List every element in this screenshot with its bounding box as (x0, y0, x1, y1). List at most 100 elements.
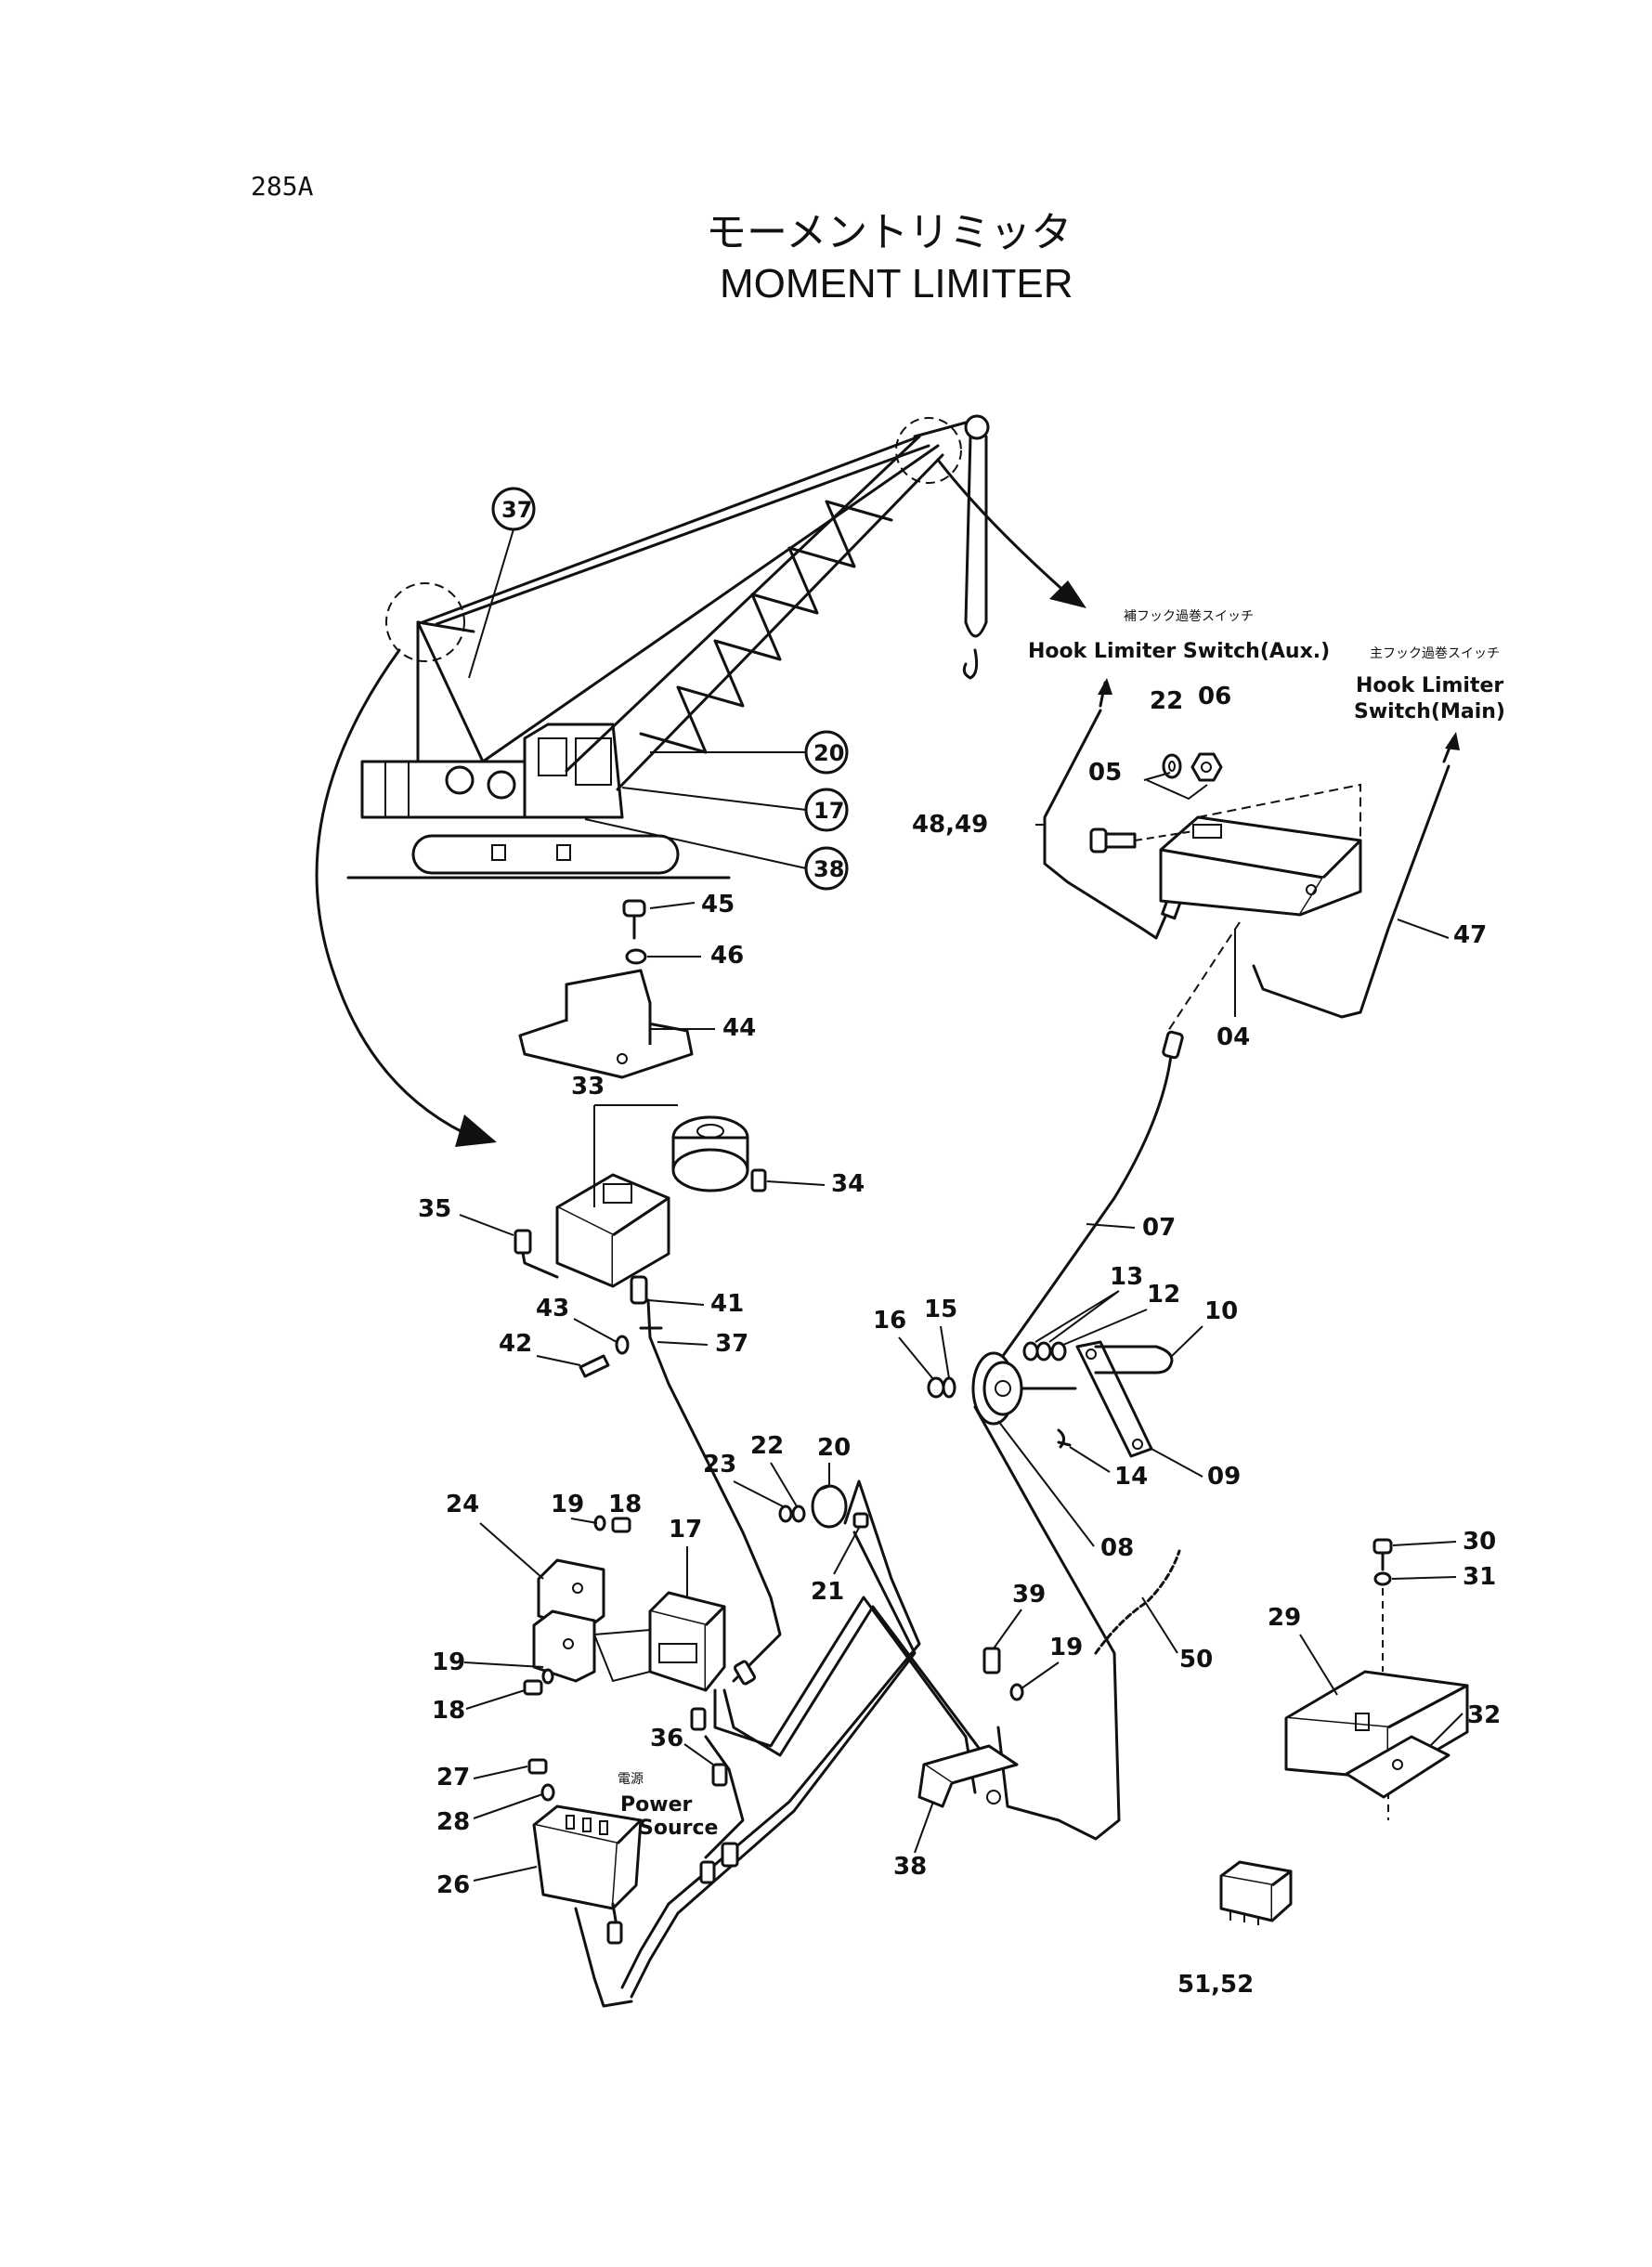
part-label: 13 (1110, 1263, 1143, 1291)
washer-19-lower (541, 1668, 554, 1685)
part-label: 09 (1207, 1463, 1241, 1491)
connector-36-a (711, 1763, 728, 1787)
part-label: 20 (817, 1434, 851, 1462)
cable-07 (1001, 1030, 1184, 1358)
part-label: 46 (710, 942, 744, 970)
nut-16 (927, 1376, 945, 1399)
part-label: 18 (432, 1697, 465, 1725)
washer-22-mid (791, 1505, 806, 1523)
part-label: 19 (551, 1491, 584, 1518)
amplifier-33-buzzer (671, 1115, 749, 1192)
bracket-24 (532, 1558, 605, 1683)
connector-36-b (699, 1842, 739, 1884)
power-source-jp: 電源 (618, 1772, 644, 1787)
part-label: 47 (1453, 921, 1487, 949)
part-label: 29 (1268, 1604, 1301, 1632)
part-label: 43 (536, 1295, 569, 1322)
part-label: 36 (650, 1725, 683, 1752)
part-label: 19 (1049, 1634, 1083, 1661)
bolt-45 (622, 899, 646, 940)
part-label: 23 (703, 1451, 736, 1479)
part-label: 35 (418, 1195, 451, 1223)
part-label: 28 (436, 1808, 470, 1836)
title-english: MOMENT LIMITER (720, 261, 1073, 306)
wiring-harness (620, 1479, 986, 1999)
part-label: 16 (873, 1307, 906, 1335)
screw-05 (1089, 827, 1194, 853)
bolt-18-upper (611, 1517, 631, 1533)
part-label: 41 (710, 1290, 744, 1318)
part-label: 39 (1012, 1581, 1046, 1609)
bolt-18-lower (523, 1679, 543, 1696)
crane-callout-20: 20 (650, 730, 849, 775)
part-label: 17 (669, 1516, 702, 1544)
part-label: 32 (1467, 1701, 1501, 1729)
svg-text:17: 17 (813, 798, 844, 824)
u-bolt-10 (1094, 1345, 1174, 1375)
crane-callout-17: 17 (621, 787, 849, 832)
cable-50 (1094, 1549, 1181, 1655)
part-label: 14 (1114, 1463, 1148, 1491)
amplifier-33-box (555, 1173, 670, 1288)
screw-21 (852, 1512, 869, 1529)
part-label: 44 (722, 1014, 756, 1042)
part-label: 21 (811, 1578, 844, 1606)
hook-limiter-switch-04 (1159, 783, 1362, 1032)
part-label: 06 (1198, 683, 1231, 710)
washers-12-13 (1022, 1341, 1067, 1362)
washer-46 (625, 948, 647, 965)
svg-text:38: 38 (813, 856, 844, 882)
cable-47 (1252, 764, 1450, 1019)
bracket-44 (518, 969, 694, 1079)
washer-15 (942, 1376, 956, 1399)
part-label: 22 (750, 1432, 784, 1460)
part-label: 48,49 (912, 811, 988, 839)
crane-illustration (346, 414, 990, 879)
washer-22-top (1162, 753, 1182, 779)
part-labels: 45 46 44 33 34 35 43 41 42 37 22 06 05 4… (418, 683, 1501, 1999)
bolt-42 (579, 1354, 610, 1378)
part-label: 34 (831, 1170, 865, 1198)
page-number: 285A (251, 171, 314, 202)
bracket-38 (917, 1744, 1019, 1808)
title-japanese: モーメントリミッタ (706, 209, 1072, 256)
washer-43 (615, 1335, 630, 1355)
relay-51-52 (1219, 1860, 1293, 1925)
part-label: 08 (1100, 1534, 1134, 1562)
part-label: 45 (701, 891, 735, 919)
part-label: 38 (893, 1853, 927, 1881)
part-label: 19 (432, 1648, 465, 1676)
plate-32 (1345, 1735, 1450, 1799)
hook-main-en-label-2: Switch(Main) (1354, 700, 1505, 723)
part-label: 12 (1147, 1281, 1180, 1309)
part-label: 42 (499, 1330, 532, 1358)
part-label: 04 (1216, 1023, 1250, 1051)
crane-callout-38: 38 (584, 818, 849, 891)
part-label: 07 (1142, 1214, 1176, 1242)
part-label: 37 (715, 1330, 748, 1358)
part-label: 31 (1463, 1563, 1496, 1591)
part-label: 27 (436, 1764, 470, 1791)
bolt-30 (1372, 1538, 1393, 1571)
part-label: 22 (1150, 687, 1183, 715)
part-label: 10 (1204, 1297, 1238, 1325)
part-label: 50 (1179, 1646, 1213, 1674)
cable-48-49 (1043, 709, 1183, 940)
part-label: 51,52 (1177, 1971, 1254, 1999)
power-box-26 (532, 1804, 643, 1910)
pin-14 (1057, 1428, 1072, 1449)
washer-31 (1373, 1571, 1392, 1586)
connector-34 (750, 1168, 767, 1192)
part-label: 15 (924, 1296, 957, 1323)
cable-reel-08 (971, 1351, 1121, 1841)
sensor-20 (811, 1484, 848, 1529)
hook-main-jp-label: 主フック過巻スイッチ (1370, 646, 1500, 661)
hook-aux-jp-label: 補フック過巻スイッチ (1124, 609, 1254, 624)
washer-28 (540, 1783, 555, 1802)
connector-35 (514, 1229, 559, 1279)
power-source-en-1: Power (620, 1793, 692, 1817)
bolt-39 (982, 1647, 1001, 1674)
washer-19-right (1009, 1683, 1024, 1701)
nut-23 (778, 1505, 793, 1523)
